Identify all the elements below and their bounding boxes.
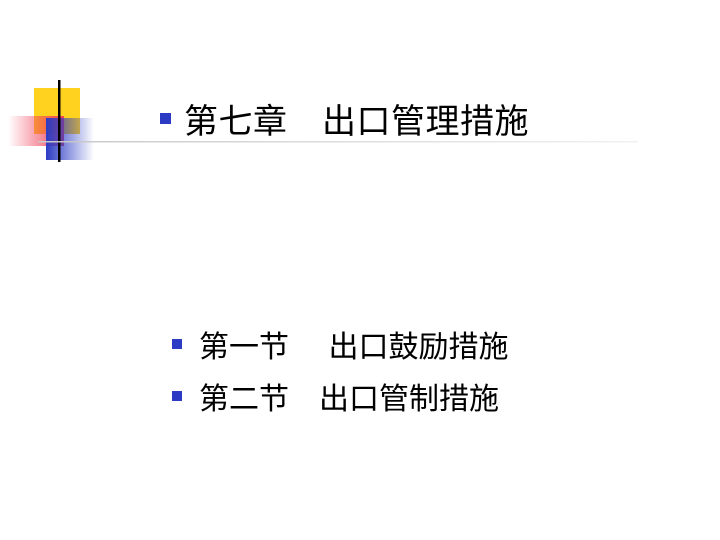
vertical-rule: [58, 80, 61, 162]
list-item-label: 第二节 出口管制措施: [199, 382, 499, 417]
slide-title-row: 第七章 出口管理措施: [160, 96, 529, 142]
bullet-icon: [172, 339, 182, 349]
list-item: 第一节 出口鼓励措施: [172, 318, 509, 370]
title-decoration: [8, 80, 638, 162]
horizontal-rule: [38, 141, 638, 143]
blue-gradient-block: [46, 118, 94, 160]
bullet-list: 第一节 出口鼓励措施 第二节 出口管制措施: [172, 318, 509, 422]
title-bullet-icon: [160, 112, 171, 124]
list-item: 第二节 出口管制措施: [172, 370, 509, 422]
bullet-icon: [172, 391, 182, 401]
slide-title: 第七章 出口管理措施: [184, 101, 529, 142]
list-item-label: 第一节 出口鼓励措施: [199, 330, 509, 365]
